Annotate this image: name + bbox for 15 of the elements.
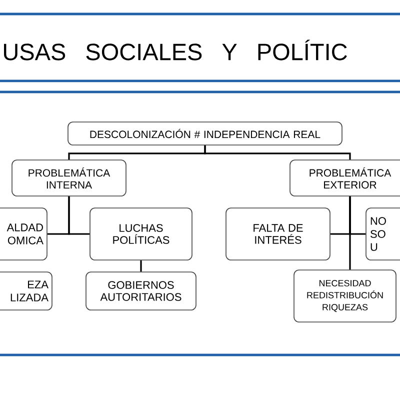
text-box: EZA LIZADA — [0, 272, 52, 310]
text-box: DESCOLONIZACIÓN # INDEPENDENCIA REAL — [68, 122, 342, 146]
text-box: PROBLEMÁTICA EXTERIOR — [290, 160, 400, 196]
connector-line — [349, 196, 351, 270]
text-box: GOBIERNOS AUTORITARIOS — [86, 272, 196, 310]
text-box: ALDAD OMICA — [0, 208, 48, 260]
text-box: NECESIDAD REDISTRIBUCIÓN RIQUEZAS — [294, 270, 396, 322]
connector-line — [204, 145, 351, 160]
text-box: NO SO U — [366, 208, 400, 260]
text-box: LUCHAS POLÍTICAS — [90, 208, 192, 260]
text-box: PROBLEMÁTICA INTERNA — [12, 160, 126, 196]
title: USAS SOCIALES Y POLÍTIC — [4, 40, 347, 60]
connector-line — [68, 196, 90, 235]
text-box: FALTA DE INTERÉS — [226, 208, 330, 260]
connector-line — [140, 260, 142, 272]
